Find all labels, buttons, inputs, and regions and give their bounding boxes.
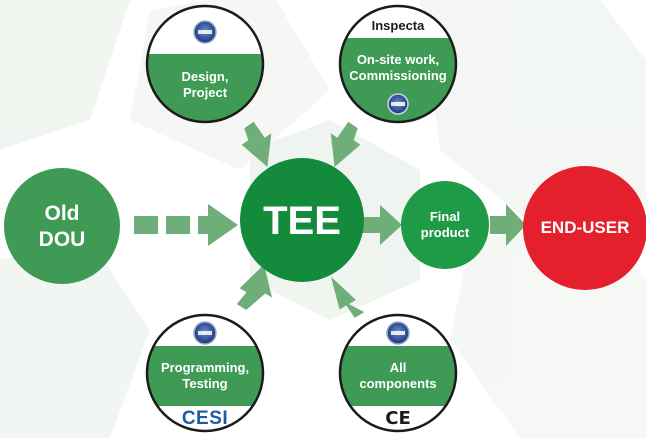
arrow-head-dou <box>208 204 238 246</box>
components-line1: All <box>389 359 407 375</box>
final-product-line2: product <box>420 225 470 240</box>
iso-seal-icon <box>387 93 409 115</box>
components-satellite <box>338 313 458 433</box>
iso-seal-icon <box>193 20 217 44</box>
arrow-design-to-tee <box>241 121 272 167</box>
onsite-label: On-site work, Commissioning <box>340 46 456 90</box>
old-dou-circle <box>4 168 120 284</box>
design-label: Design, Project <box>160 62 250 108</box>
arrow-final-to-enduser <box>490 204 526 246</box>
final-product-label: Final product <box>404 205 486 245</box>
onsite-line2: Commissioning <box>349 68 447 83</box>
dash-3 <box>198 216 208 234</box>
ce-mark-icon: CE <box>385 407 411 429</box>
programming-line2: Testing <box>182 376 228 391</box>
components-line2: components <box>359 376 437 391</box>
old-dou-line1: Old <box>44 201 80 225</box>
design-line1: Design, <box>181 68 229 84</box>
cesi-logo: CESI <box>181 408 229 430</box>
programming-line1: Programming, <box>160 359 250 375</box>
tee-label: TEE <box>263 199 341 243</box>
arrow-components-to-tee <box>331 276 365 318</box>
iso-seal-icon <box>193 321 217 345</box>
onsite-line1: On-site work, <box>356 51 440 67</box>
dash-2 <box>166 216 190 234</box>
components-label: All components <box>350 353 446 399</box>
final-product-line1: Final <box>429 208 461 224</box>
final-product-circle <box>401 181 489 269</box>
inspecta-brand: Inspecta <box>371 17 425 33</box>
design-line2: Project <box>182 85 228 100</box>
arrow-tee-to-final <box>360 205 402 245</box>
old-dou-line2: DOU <box>38 228 86 251</box>
old-dou-label: Old DOU <box>12 192 112 262</box>
end-user-label: END-USER <box>540 218 630 238</box>
dash-1 <box>134 216 158 234</box>
iso-seal-icon <box>386 321 410 345</box>
end-user-circle <box>523 166 646 290</box>
arrow-programming-to-tee <box>236 264 273 310</box>
arrow-onsite-to-tee <box>330 121 361 167</box>
programming-label: Programming, Testing <box>146 353 264 399</box>
arrows <box>134 121 526 318</box>
tee-circle <box>240 158 364 282</box>
